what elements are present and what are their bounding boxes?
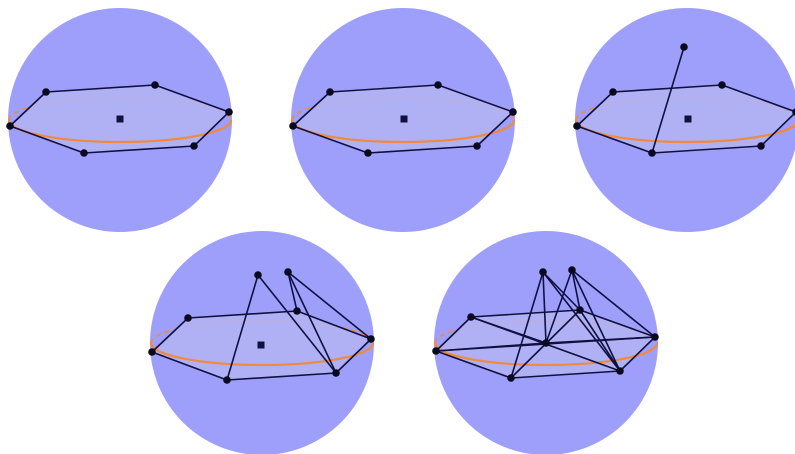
apex-edge [542,271,581,311]
apex-edge [571,269,581,311]
rim-vertex [190,142,198,150]
rim-vertex [289,122,297,130]
hull-edge [367,145,478,154]
apex-edge [257,274,337,374]
apex-edge [542,271,547,344]
rim-vertex [648,149,656,157]
apex-edge [571,269,621,372]
rim-vertex [718,81,726,89]
chord-edge [579,309,621,372]
rim-vertex [467,313,475,321]
hull-edge [437,84,514,113]
hull-edge [721,84,795,113]
hull-edge [760,111,795,147]
hull-edge [329,84,439,93]
rim-vertex [434,81,442,89]
rim-vertex [509,108,517,116]
hull-edge [83,145,195,154]
rim-vertex [326,88,334,96]
equator-front [149,342,375,367]
apex-vertex [568,266,576,274]
hull-edge [151,351,228,381]
hull-edge [151,317,189,353]
hull-edge [9,91,47,127]
apex-edge [542,271,621,372]
rim-vertex [609,88,617,96]
panel-5 [432,231,659,454]
hull-edge [435,350,512,379]
apex-edge [651,46,685,154]
rim-vertex [184,314,192,322]
rim-vertex [151,81,159,89]
hull-edge [619,336,656,372]
equator-front [433,342,659,367]
apex-edge [545,269,573,344]
rim-vertex [651,333,659,341]
rim-vertex [576,306,584,314]
hull-edge [187,310,298,319]
rim-vertex [293,307,301,315]
hull-edge [9,125,85,154]
rim-vertex [507,374,515,382]
center-point [257,341,265,349]
panel-3 [573,8,795,232]
hull-edge [193,111,230,147]
hull-edge [292,91,331,127]
rim-vertex [616,367,624,375]
hull-edge [435,316,472,352]
center-point [116,115,124,123]
hull-edge [335,338,372,374]
apex-edge [287,271,337,374]
hull-edge [45,84,156,93]
panel-1 [6,8,233,232]
rim-vertex [367,335,375,343]
chord-edge [435,342,547,352]
hull-edge [470,309,581,318]
center-point [400,115,408,123]
apex-vertex [680,43,688,51]
rim-vertex [364,149,372,157]
rim-vertex [225,108,233,116]
rim-vertex [432,347,440,355]
rim-vertex [332,369,340,377]
panel-2 [289,8,517,232]
equator-back-dashed [150,320,374,344]
hull-edge [576,125,653,154]
hull-edge [576,91,614,127]
rim-vertex [473,142,481,150]
hull-edge [292,125,369,154]
apex-edge [287,271,298,312]
apex-vertex [539,268,547,276]
apex-vertex [254,271,262,279]
apex-vertex [284,268,292,276]
hull-edge [226,372,337,381]
hull-edge [476,111,514,147]
figure-root [6,8,795,454]
rim-vertex [573,122,581,130]
hull-edge [612,84,723,93]
apex-edge [226,274,259,381]
hull-edge [651,145,762,154]
chord-edge [470,316,547,344]
center-point [684,115,692,123]
rim-vertex [80,149,88,157]
rim-vertex [148,348,156,356]
center-vertex [542,339,550,347]
panel-4 [148,231,375,454]
apex-edge [571,269,656,338]
rim-vertex [42,88,50,96]
rim-vertex [757,142,765,150]
apex-edge [510,271,544,379]
rim-vertex [6,122,14,130]
hull-edge [154,84,230,113]
hull-edge [510,370,621,379]
rim-vertex [223,376,231,384]
rim-vertex [792,108,795,116]
apex-edge [287,271,372,340]
